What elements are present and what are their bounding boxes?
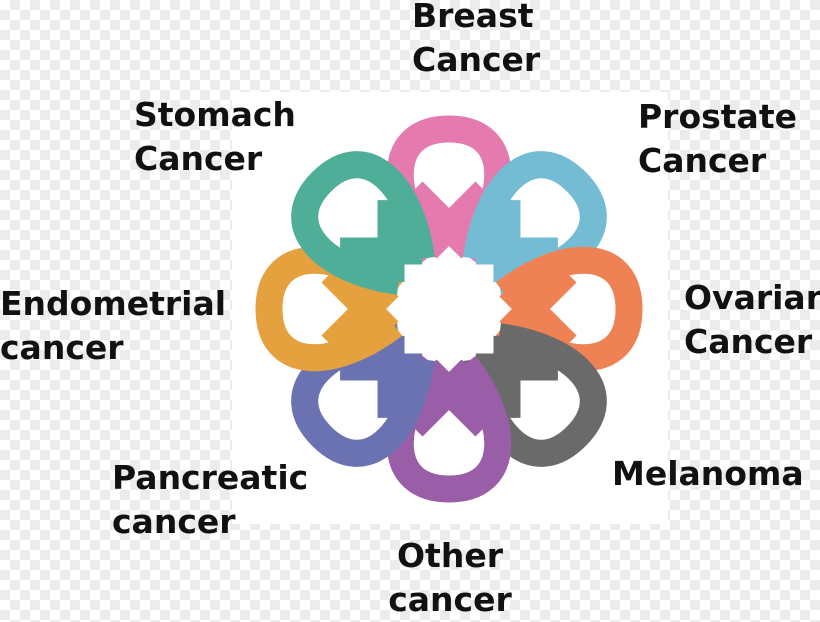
label-line: Cancer [684, 322, 813, 361]
label-line: Endometrial [0, 284, 227, 323]
label-line: Cancer [134, 139, 263, 178]
label-prostate-cancer: Prostate Cancer [638, 95, 797, 183]
label-line: Prostate [638, 97, 797, 136]
label-stomach-cancer: Stomach Cancer [134, 93, 296, 181]
label-line: Cancer [412, 40, 541, 79]
label-endometrial-cancer: Endometrial cancer [0, 282, 226, 370]
label-line: Cancer [638, 141, 767, 180]
label-ovarian-cancer: Ovarian Cancer [684, 276, 820, 364]
ribbon-stomach-icon [291, 151, 435, 295]
label-line: Other [397, 536, 503, 575]
label-line: Melanoma [612, 454, 804, 493]
label-line: Breast [412, 0, 534, 35]
label-line: cancer [388, 580, 512, 619]
label-line: Ovarian [684, 278, 820, 317]
label-pancreatic-cancer: Pancreatic cancer [112, 456, 308, 544]
label-breast-cancer: Breast Cancer [412, 0, 541, 82]
label-line: Stomach [134, 95, 296, 134]
label-line: cancer [112, 502, 236, 541]
label-other-cancer: Other cancer [388, 534, 512, 622]
diagram-backdrop [232, 92, 668, 524]
label-line: Pancreatic [112, 458, 309, 497]
label-line: cancer [0, 328, 124, 367]
label-melanoma: Melanoma [612, 452, 804, 496]
